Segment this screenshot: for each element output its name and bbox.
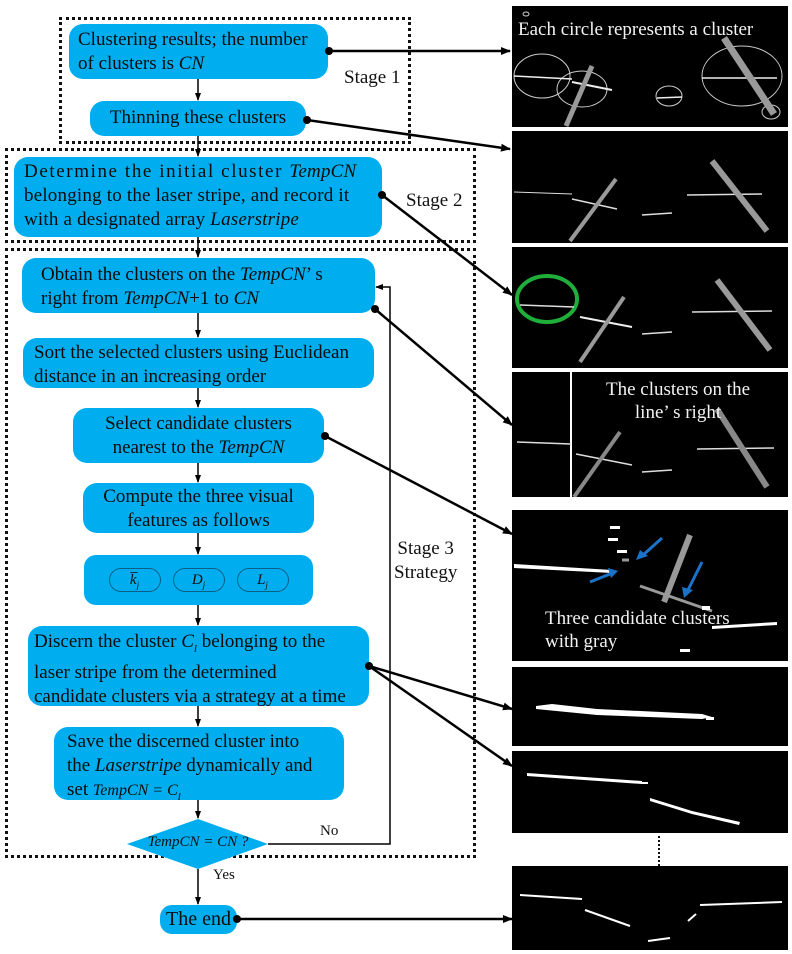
feature-k-mean: k̅j <box>108 568 161 592</box>
feature-l-sub: j <box>265 580 268 590</box>
stage3-label-line1: Stage 3 <box>397 538 454 559</box>
step-select-line2-text: nearest to the <box>112 437 219 458</box>
panel-clustering-caption: Each circle represents a cluster <box>518 19 754 40</box>
var-laserstripe: Laserstripe <box>210 209 300 230</box>
step-determine-line2: belonging to the laser stripe, and recor… <box>24 185 350 206</box>
step-discern-line3: candidate clusters via a strategy at a t… <box>34 685 346 707</box>
step-discern-line1: Discern the cluster Cl belonging to the <box>34 630 369 661</box>
panel-clusters-right: The clusters on the line’ s right <box>512 372 788 497</box>
panel-candidate-clusters: Three candidate clusters with gray <box>512 510 788 661</box>
step-save-line2: the Laserstripe dynamically and <box>67 754 344 778</box>
panel-initial-cluster <box>512 247 788 368</box>
step-determine-line3: with a designated array Laserstripe <box>24 208 382 232</box>
step-determine-initial: Determine the initial cluster TempCN bel… <box>14 157 382 237</box>
step-save-line3: set TempCN = Cl <box>67 778 344 809</box>
var-tempcn: TempCN <box>123 288 190 309</box>
saved-clusters-image <box>527 773 740 825</box>
step-save-line2-suffix: dynamically and <box>181 755 313 776</box>
step-sort-clusters: Sort the selected clusters using Euclide… <box>23 338 374 388</box>
step-determine-line1: Determine the initial cluster TempCN <box>24 160 382 184</box>
step-compute-line2: features as follows <box>127 510 270 531</box>
step-sort-line2: distance in an increasing order <box>34 366 267 387</box>
step-clustering-results: Clustering results; the number of cluste… <box>69 24 328 79</box>
initial-cluster-image <box>515 274 773 364</box>
step-clustering-line2: of clusters is CN <box>78 52 328 76</box>
step-thinning-text: Thinning these clusters <box>109 107 287 128</box>
step-save-line3-text: set <box>67 779 93 800</box>
step-obtain-line2-text: right from <box>41 288 124 309</box>
step-select-line2: nearest to the TempCN <box>73 436 324 460</box>
panel-clusters-right-caption: The clusters on the line’ s right <box>596 378 760 424</box>
var-cl: C <box>181 631 194 652</box>
decision-yes-label: Yes <box>213 867 235 883</box>
step-sort-line1: Sort the selected clusters using Euclide… <box>34 342 349 363</box>
clusters-right-image <box>516 372 775 497</box>
step-save-cluster: Save the discerned cluster into the Lase… <box>54 727 344 803</box>
panel-final-stripe <box>512 866 788 950</box>
var-tempcn-assign: TempCN = C <box>92 782 178 799</box>
clustering-circles-image <box>513 11 783 127</box>
var-cl-sub: l <box>193 642 197 655</box>
feature-l: Lj <box>236 568 289 592</box>
step-obtain-line1-suffix: ’ s <box>305 264 323 285</box>
final-stripe-image <box>519 894 783 942</box>
decision-no-label: No <box>320 823 339 839</box>
step-the-end-text: The end <box>166 908 231 930</box>
decision-text: TempCN = CN ? <box>147 834 249 850</box>
step-discern-cluster: Discern the cluster Cl belonging to the … <box>28 626 369 707</box>
var-cl-sub: l <box>177 790 181 803</box>
step-obtain-clusters: Obtain the clusters on the TempCN’ s rig… <box>22 258 375 313</box>
candidate-caption-line2: with gray <box>545 631 618 652</box>
clusters-right-caption-line1: The clusters on the <box>605 379 751 400</box>
var-tempcn: TempCN <box>289 161 357 182</box>
candidate-caption-line1: Three candidate clusters <box>545 608 730 629</box>
step-discern-line1-suffix: belonging to the <box>196 631 326 652</box>
feature-d-sub: j <box>202 580 206 590</box>
panel-clustering-circles: Each circle represents a cluster <box>512 6 788 127</box>
stage1-frame <box>59 17 411 144</box>
stage3-label: Stage 3 Strategy <box>394 537 457 585</box>
step-save-line2-text: the <box>67 755 95 776</box>
step-determine-line3-text: with a designated array <box>24 209 211 230</box>
feature-d-symbol: D <box>191 572 203 588</box>
step-compute-line1: Compute the three visual <box>103 486 294 507</box>
step-clustering-line2-text: of clusters is <box>78 53 179 74</box>
step-obtain-line1-text: Obtain the clusters on the <box>41 264 240 285</box>
feature-k-sub: j <box>136 580 140 590</box>
thinned-clusters-image <box>513 159 770 243</box>
panel-candidate-caption: Three candidate clusters with gray <box>545 607 730 653</box>
step-clustering-line1: Clustering results; the number <box>78 29 308 50</box>
feature-d: Dj <box>172 568 225 592</box>
clusters-right-caption-line2: line’ s right <box>634 402 722 423</box>
step-thinning: Thinning these clusters <box>90 101 306 136</box>
step-obtain-line2-mid: +1 to <box>189 288 234 309</box>
step-obtain-line1: Obtain the clusters on the TempCN’ s <box>41 263 375 287</box>
step-obtain-line2: right from TempCN+1 to CN <box>41 287 375 311</box>
var-cn: CN <box>233 288 260 309</box>
candidate-clusters-image <box>514 526 777 652</box>
step-discern-line1-text: Discern the cluster <box>34 631 182 652</box>
panel-saved-clusters <box>512 751 788 833</box>
var-cn: CN <box>178 53 205 74</box>
stage1-label: Stage 1 <box>344 67 401 88</box>
feature-l-symbol: L <box>257 572 266 588</box>
feature-k-symbol: k̅ <box>129 572 137 588</box>
step-discern-line2: laser stripe from the determined <box>34 661 277 683</box>
step-save-line1: Save the discerned cluster into <box>67 731 300 752</box>
continuation-dots <box>658 836 660 870</box>
discerned-cluster-image <box>536 704 714 720</box>
step-determine-line1-text: Determine the initial cluster <box>24 161 290 182</box>
stage3-label-line2: Strategy <box>394 562 458 583</box>
panel-discerned-cluster <box>512 667 788 746</box>
step-select-candidates: Select candidate clusters nearest to the… <box>73 408 324 463</box>
var-tempcn: TempCN <box>239 264 306 285</box>
stage2-label: Stage 2 <box>406 190 463 211</box>
step-the-end: The end <box>160 905 237 934</box>
panel-thinned-clusters <box>512 131 788 243</box>
step-compute-features: Compute the three visual features as fol… <box>83 483 314 533</box>
var-tempcn: TempCN <box>218 437 285 458</box>
step-select-line1: Select candidate clusters <box>105 413 292 434</box>
var-laserstripe: Laserstripe <box>94 755 182 776</box>
